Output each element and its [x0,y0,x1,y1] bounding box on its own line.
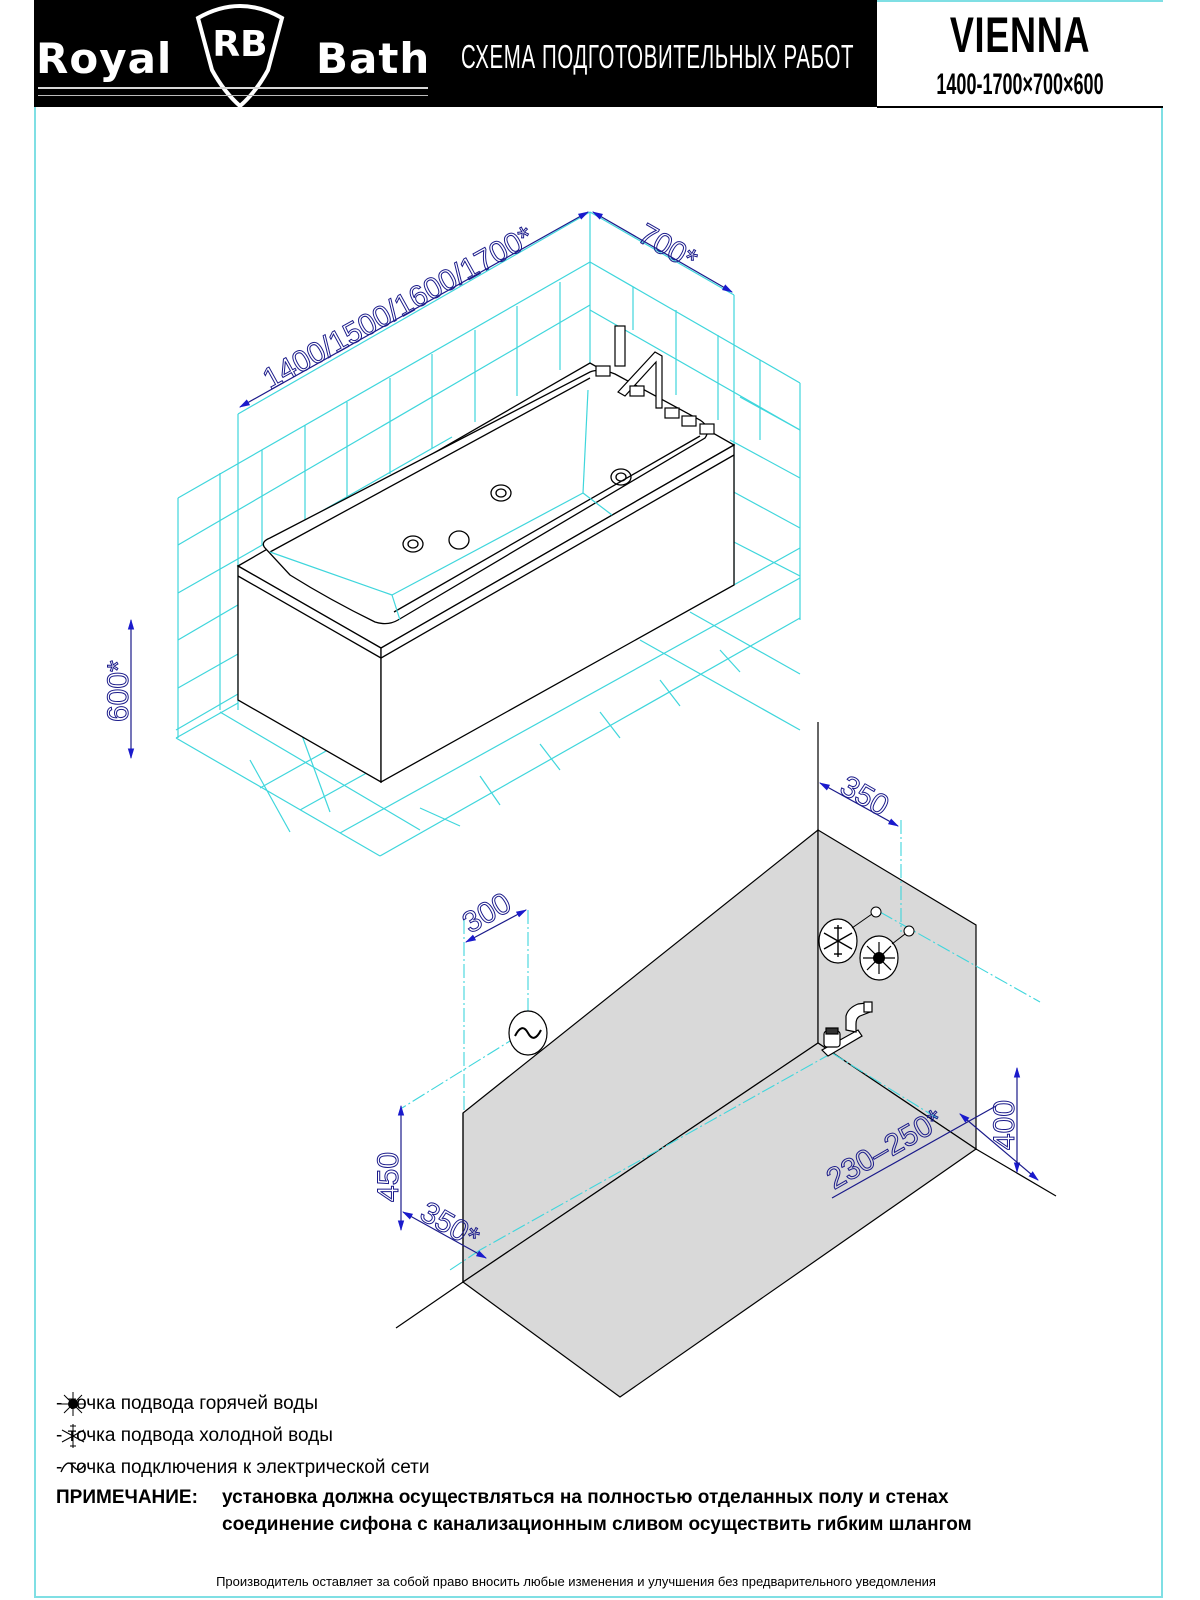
cold-water-icon [61,1424,85,1448]
dim-height: 600* [102,660,135,722]
dimension-lines-bottom [397,782,1039,1259]
hot-water-icon [61,1392,85,1416]
brand-mark: RB [212,24,267,65]
power-outlet-icon [60,1462,86,1473]
model-name: VIENNA [949,7,1091,63]
legend-cold-water-label: - точка подвода холодной воды [56,1425,333,1446]
note-heading: ПРИМЕЧАНИЕ: [56,1487,198,1508]
jet-icon [402,535,424,553]
page-border [34,0,1163,1598]
jets [402,468,632,553]
page-title: СХЕМА ПОДГОТОВИТЕЛЬНЫХ РАБОТ [461,38,855,75]
power-outlet-icon [508,1010,548,1056]
legend-hot-water-label: - точка подвода горячей воды [56,1393,319,1414]
note-line-2: соединение сифона с канализационным слив… [222,1514,972,1535]
model-dimensions: 1400-1700×700×600 [936,68,1104,101]
dimension-lines [127,211,733,760]
dim-power-offset: 300 [457,886,517,940]
faucet-icon [595,325,715,435]
model-box: VIENNA 1400-1700×700×600 [877,0,1163,108]
note-line-1: установка должна осуществляться на полно… [222,1487,949,1508]
legend-icons [60,1392,86,1473]
dim-supply-height: 400 [988,1100,1021,1150]
bathtub-outline [236,362,736,784]
cold-water-icon [818,906,882,964]
brand-royal: Royal [36,34,173,83]
hot-water-icon [859,925,915,981]
brand-underline [38,87,428,96]
jet-icon [448,530,470,550]
installation-niche [461,828,978,1398]
dim-width: 700* [633,217,703,277]
jet-icon [490,484,512,502]
siphon-icon [821,1001,873,1057]
footer-disclaimer: Производитель оставляет за собой право в… [216,1574,936,1589]
brand-bath: Bath [316,34,431,83]
dim-supply-offset: 350 [835,769,895,823]
dim-power-height: 450 [372,1152,405,1202]
jet-icon [610,468,632,486]
header-band [34,0,877,107]
dim-length: 1400/1500/1600/1700* [257,220,539,396]
legend-power-label: - точка подключения к электрической сети [56,1457,430,1478]
